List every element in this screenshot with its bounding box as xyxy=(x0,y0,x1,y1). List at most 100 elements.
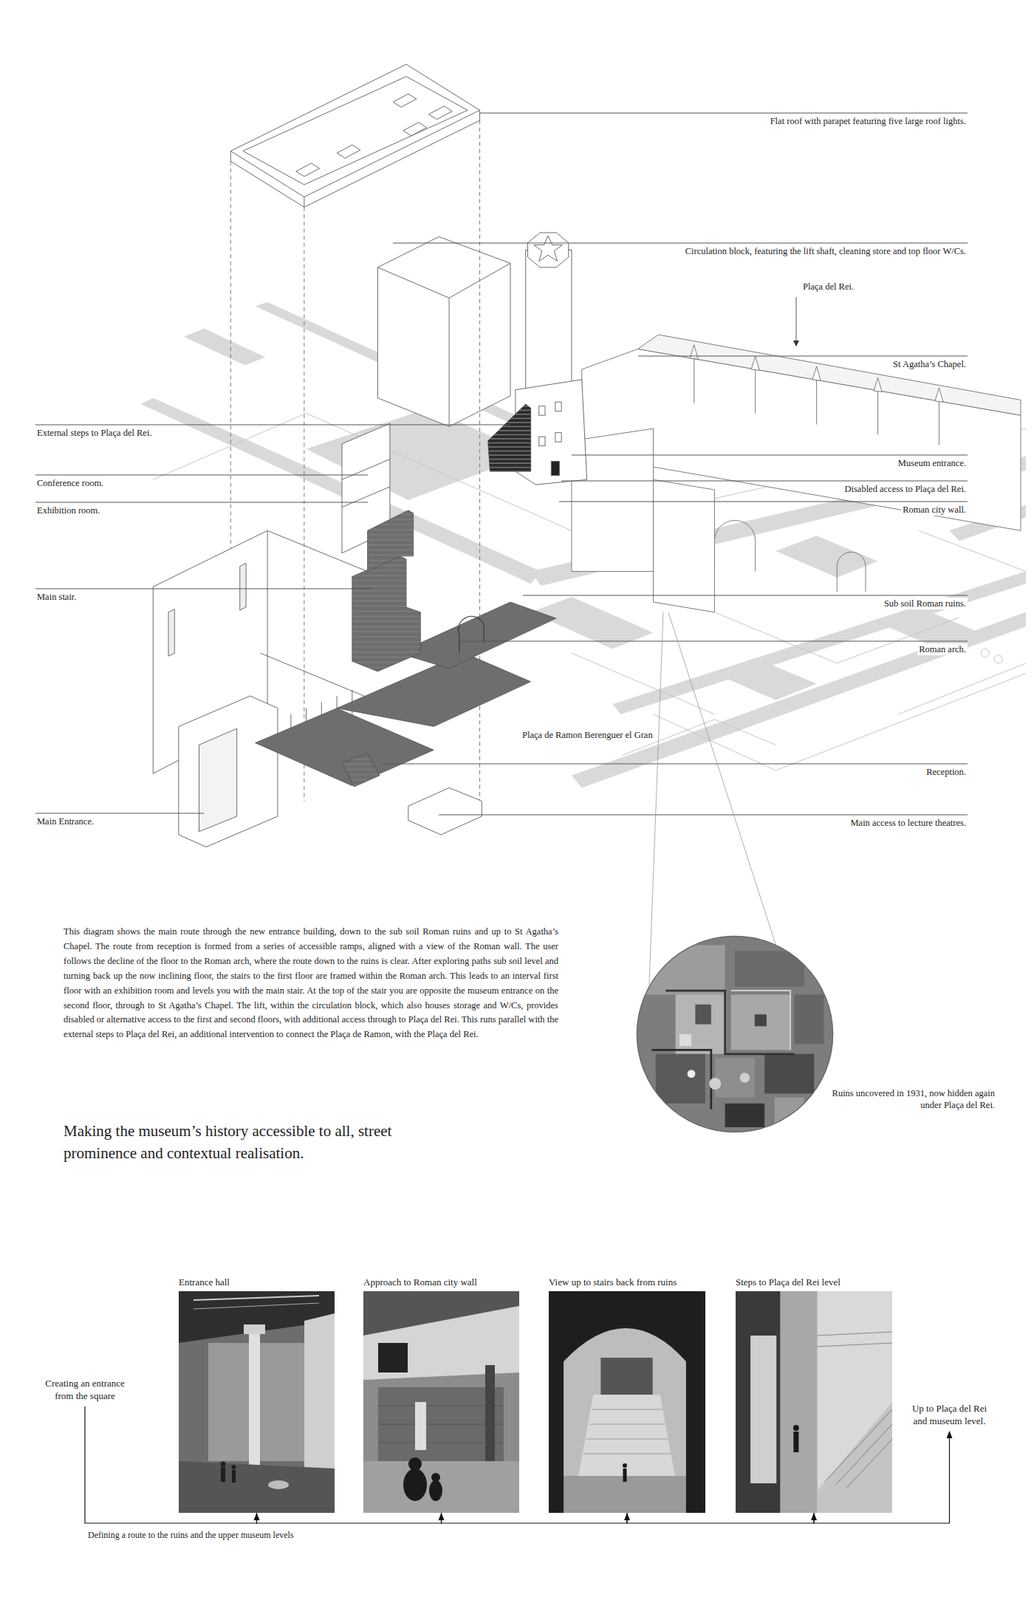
entrance-hall-render-part xyxy=(231,1469,236,1483)
site-plan-bands-part xyxy=(714,658,817,701)
route-note: Up to Plaça del Rei and museum level. xyxy=(906,1401,992,1429)
note-text: Up to Plaça del Rei and museum level. xyxy=(906,1401,992,1427)
route-connector xyxy=(627,1512,814,1523)
entrance-building-part xyxy=(168,609,175,657)
callout-label: Main stair. xyxy=(35,590,78,603)
roman-arch-part xyxy=(458,615,485,653)
stairs-from-ruins-render-part xyxy=(591,1409,662,1410)
bell-tower-part xyxy=(528,232,569,268)
entrance-hall-render-part xyxy=(178,1291,335,1513)
steps-render xyxy=(735,1291,893,1513)
ruins-photo-content-part xyxy=(694,1004,711,1025)
roman-wall-render-part xyxy=(415,1401,427,1450)
photo-circle: Ruins uncovered in 1931, now hidden agai… xyxy=(635,935,995,1157)
chapel-part xyxy=(638,334,1021,416)
entrance-hall-render-part xyxy=(178,1460,335,1513)
chapel-part xyxy=(653,479,715,613)
ruins-photo-content-part xyxy=(793,994,824,1044)
callout-label: Circulation block, featuring the lift sh… xyxy=(683,245,968,258)
render-panel: View up to stairs back from ruins xyxy=(548,1291,706,1513)
hidden-tower-edges-part xyxy=(303,206,305,801)
stairs-from-ruins-render-part xyxy=(548,1291,706,1513)
roman-wall-render-part xyxy=(378,1342,408,1373)
external-steps xyxy=(488,403,532,472)
stairs-from-ruins-render-part xyxy=(600,1357,653,1395)
bell-tower-part xyxy=(539,436,546,446)
route-connector xyxy=(441,1512,628,1523)
chapel-part xyxy=(812,366,821,381)
stairs-from-ruins-render-part xyxy=(548,1291,706,1513)
roof-block-part xyxy=(403,122,427,136)
callout-label: Plaça del Rei. xyxy=(801,280,856,293)
steps-render-part xyxy=(817,1342,893,1347)
leader-line-group-part xyxy=(522,595,968,597)
callout-label: Roman arch. xyxy=(917,643,968,656)
circulation-block-part xyxy=(377,236,511,427)
route-floors-part xyxy=(398,601,557,669)
bell-tower-part xyxy=(555,432,562,442)
leader-line-group-part xyxy=(382,763,968,765)
stairs-from-ruins-render-part xyxy=(622,1468,627,1482)
entrance-hall-render xyxy=(178,1291,335,1513)
roman-wall-render-part xyxy=(378,1387,504,1461)
callout-label: St Agatha’s Chapel. xyxy=(891,358,968,371)
external-steps-part xyxy=(488,403,532,472)
leader-line-group-part xyxy=(35,588,373,590)
panel-title: View up to stairs back from ruins xyxy=(548,1276,677,1289)
stairs-from-ruins-render-part xyxy=(589,1423,665,1425)
render-panel: Steps to Plaça del Rei level xyxy=(735,1291,893,1513)
panel-title: Steps to Plaça del Rei level xyxy=(735,1276,841,1289)
roman-wall-render-part xyxy=(378,1442,504,1444)
stairs-from-ruins-render-part xyxy=(578,1394,676,1476)
roman-wall-render-part xyxy=(431,1472,441,1482)
ruins-photo-content-part xyxy=(675,994,726,1054)
entrance-hall-render-part xyxy=(248,1327,260,1469)
steps-render-part xyxy=(817,1291,893,1513)
stairs-from-ruins-render-part xyxy=(583,1453,671,1455)
ruins-photo-content-part xyxy=(731,994,791,1050)
roof-block xyxy=(230,64,480,207)
ruins-photo-content xyxy=(635,935,834,1133)
callout-label: External steps to Plaça del Rei. xyxy=(35,426,154,439)
note-text: Creating an entrance from the square xyxy=(40,1376,130,1402)
panel-title: Entrance hall xyxy=(178,1276,230,1289)
route-caption: Defining a route to the ruins and the up… xyxy=(86,1528,296,1541)
roof-block-part xyxy=(230,110,480,207)
ruins-photo-content-part xyxy=(679,1034,692,1046)
ruins-photo-content-part xyxy=(645,944,725,995)
roman-wall-render-part xyxy=(408,1457,422,1471)
ruins-photo-content-part xyxy=(687,1069,696,1078)
callout-label: Reception. xyxy=(924,765,968,778)
chapel-part xyxy=(714,520,755,572)
entrance-hall-render-part xyxy=(304,1313,335,1476)
leader-line-group-part xyxy=(35,813,204,814)
steps-render-part xyxy=(750,1335,777,1484)
ruins-photo-part xyxy=(636,935,833,1132)
roman-wall-render-part xyxy=(378,1405,504,1407)
steps-render-part xyxy=(817,1331,893,1336)
ruins-photo xyxy=(635,935,834,1133)
roof-block-part xyxy=(336,144,361,159)
route-note: Creating an entrance from the square xyxy=(40,1376,130,1404)
ruins-photo-content-part xyxy=(709,1077,721,1090)
route-floors-part xyxy=(352,556,421,672)
entrance-hall-render-part xyxy=(231,1464,237,1470)
ruins-photo-content-part xyxy=(635,935,834,1133)
steps-render-part xyxy=(847,1438,893,1488)
chapel xyxy=(571,334,1021,613)
entrance-building-part xyxy=(198,728,237,832)
stairs-from-ruins-render xyxy=(548,1291,706,1513)
roman-wall-render-part xyxy=(363,1291,520,1513)
ruins-photo-content-part xyxy=(731,990,791,1050)
steps-render-part xyxy=(735,1291,780,1513)
roman-wall-render-part xyxy=(403,1468,427,1501)
callout-label: Flat roof with parapet featuring five la… xyxy=(768,115,968,128)
leader-line-group-part xyxy=(35,502,368,503)
leader-line-group-part xyxy=(480,113,968,114)
site-plan-outlines-part xyxy=(994,655,1003,664)
site-plan-outlines-part xyxy=(653,673,1026,771)
site-plan-outlines-part xyxy=(898,663,1026,715)
chapel-part xyxy=(754,369,756,413)
leader-line-group-part xyxy=(638,355,968,357)
